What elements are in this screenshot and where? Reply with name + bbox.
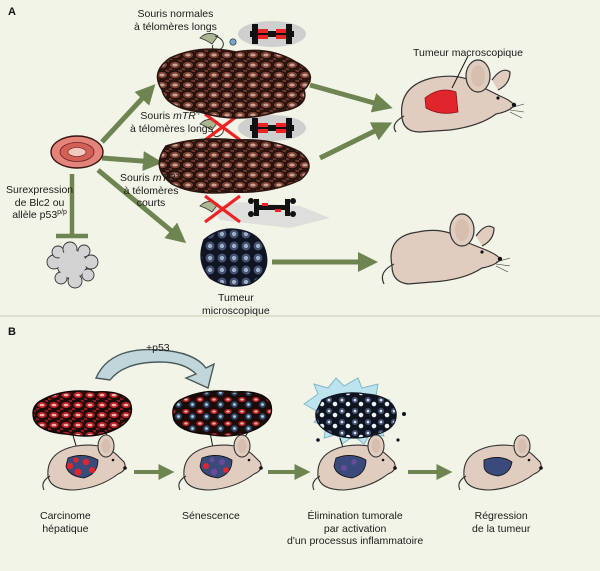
- mouse-no-tumor: [381, 213, 511, 285]
- tumor-mass-red: [32, 390, 133, 437]
- tumor-mass-senescent: [172, 390, 273, 437]
- panel-b-letter: B: [8, 326, 16, 338]
- telomere-row-3: [199, 194, 330, 228]
- label-mtr-short: Souris mTR-/- à télomères courts: [120, 172, 183, 209]
- label-mtr-long: Souris mTR-/- à télomères longs: [130, 110, 213, 135]
- apoptotic-cell: [46, 241, 99, 289]
- label-stage-elimination: Élimination tumorale par activation d'un…: [287, 510, 424, 547]
- label-micro-tumor: Tumeur microscopique: [202, 292, 270, 317]
- tumor-mass-long-mtr: [158, 138, 310, 194]
- telomere-row-1: [199, 21, 306, 51]
- tumor-mass-long-normal: [156, 48, 312, 119]
- label-macro-tumor: Tumeur macroscopique: [413, 47, 523, 59]
- telomere-row-2: [199, 112, 306, 142]
- mouse-senescence: [178, 434, 263, 491]
- mouse-regression: [458, 434, 543, 491]
- mouse-elimination: [312, 434, 397, 491]
- panel-a-letter: A: [8, 6, 16, 18]
- label-stage-carcinoma: Carcinome hépatique: [40, 510, 91, 535]
- label-overexpression: Surexpression de Blc2 ou allèle p53p/p: [6, 184, 74, 221]
- tumor-microscopic: [200, 228, 268, 287]
- label-stage-senescence: Sénescence: [182, 510, 240, 522]
- label-p53: +p53: [146, 342, 170, 354]
- arrows-to-mice: [272, 82, 393, 272]
- origin-cell: [50, 135, 104, 169]
- mouse-macro-tumor: [393, 55, 525, 133]
- label-stage-regression: Régression de la tumeur: [472, 510, 531, 535]
- mouse-carcinoma: [42, 434, 127, 491]
- tumor-mass-elimination: [303, 377, 406, 445]
- inhibition-line: [56, 174, 88, 239]
- p53-curved-arrow: [94, 348, 216, 389]
- label-normal-mice: Souris normales à télomères longs: [134, 8, 217, 33]
- arrows-from-origin: [96, 84, 187, 244]
